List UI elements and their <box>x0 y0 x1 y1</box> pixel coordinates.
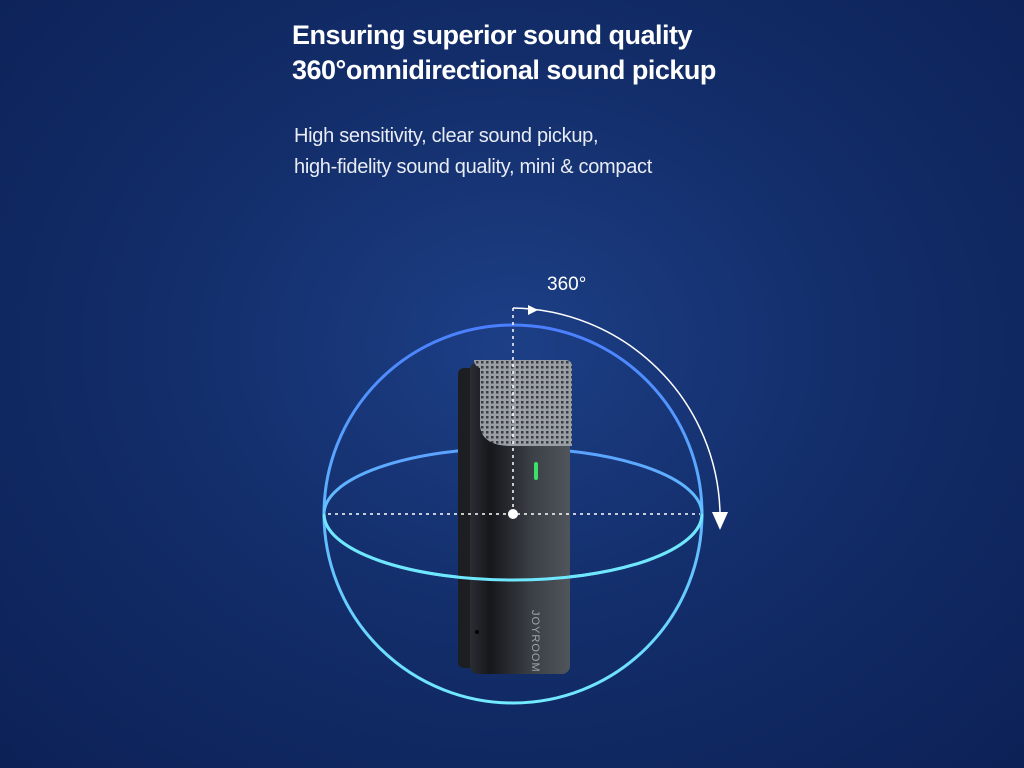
headline-line-1: Ensuring superior sound quality <box>292 20 693 50</box>
brand-logo: JOYROOM <box>529 610 541 673</box>
headline: Ensuring superior sound quality 360°omni… <box>292 18 716 88</box>
status-led <box>534 462 538 480</box>
subtitle-line-2: high-fidelity sound quality, mini & comp… <box>294 156 653 178</box>
center-dot <box>508 509 518 519</box>
rotation-label: 360° <box>547 274 587 295</box>
headline-line-2: 360°omnidirectional sound pickup <box>292 55 716 85</box>
subtitle: High sensitivity, clear sound pickup, hi… <box>294 121 652 183</box>
microphone: JOYROOM <box>458 360 572 674</box>
subtitle-line-1: High sensitivity, clear sound pickup, <box>294 125 599 147</box>
arrow-head-icon <box>712 512 728 530</box>
rotation-arrow <box>512 307 721 513</box>
